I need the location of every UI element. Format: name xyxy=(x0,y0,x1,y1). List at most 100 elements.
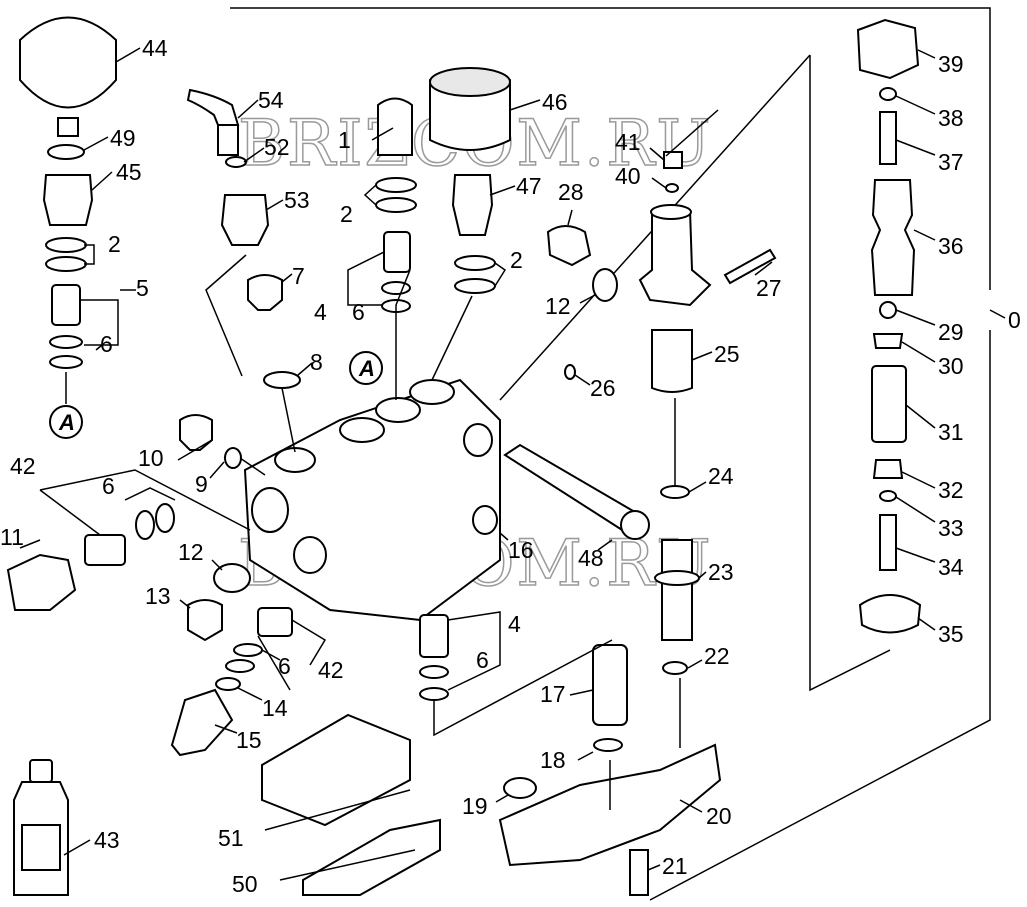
centre-lower-parts xyxy=(261,443,722,896)
callout-11: 11 xyxy=(0,524,24,550)
piston-23-collar xyxy=(654,570,700,586)
fitting-11 xyxy=(6,553,77,611)
spring-31 xyxy=(871,365,907,443)
valve-42-left xyxy=(84,534,126,566)
plug-7 xyxy=(247,274,283,311)
callout-13: 13 xyxy=(145,583,171,609)
reference-mark-a-centre xyxy=(349,351,383,385)
oring-9 xyxy=(224,447,242,469)
ring-33 xyxy=(879,490,897,502)
ball-29 xyxy=(879,301,897,319)
reference-mark-a-left xyxy=(49,405,83,439)
block-right-port xyxy=(463,423,493,457)
block-right-lower-port xyxy=(472,505,498,535)
callout-38: 38 xyxy=(938,105,964,131)
ring-12-left xyxy=(213,563,251,593)
gauge-face xyxy=(429,67,511,97)
callout-23: 23 xyxy=(708,559,734,585)
rod-48-end xyxy=(620,510,650,540)
callout-39: 39 xyxy=(938,51,964,77)
seat-30 xyxy=(872,333,904,349)
callout-41: 41 xyxy=(615,129,641,155)
callout-32: 32 xyxy=(938,477,964,503)
callout-6-bottom-left: 6 xyxy=(278,653,291,679)
ring-12-right xyxy=(592,268,618,302)
callout-6-side: 6 xyxy=(102,473,115,499)
pump-head-block xyxy=(243,378,501,622)
ring-2-left-a xyxy=(45,237,87,253)
left-side-fittings xyxy=(6,414,293,757)
callout-29: 29 xyxy=(938,319,964,345)
callout-6-left: 6 xyxy=(100,331,113,357)
block-lower-port xyxy=(293,536,327,574)
callout-labels: 0 1 2 2 2 4 4 5 6 6 6 6 6 7 8 9 10 11 12… xyxy=(0,35,1021,897)
nut-35 xyxy=(858,594,922,634)
ring-38 xyxy=(879,87,897,101)
bottle-label xyxy=(21,824,61,871)
callout-49: 49 xyxy=(110,125,136,151)
reference-mark-a-left-label: A xyxy=(58,410,75,435)
sleeve-25 xyxy=(651,329,693,393)
callout-2-centre: 2 xyxy=(340,201,353,227)
adapter-45 xyxy=(42,174,94,226)
callout-12-right: 12 xyxy=(545,293,571,319)
callout-35: 35 xyxy=(938,621,964,647)
callout-34: 34 xyxy=(938,554,964,580)
callout-0: 0 xyxy=(1008,307,1021,333)
oring-24 xyxy=(660,485,690,499)
washer-49 xyxy=(47,144,85,160)
ring-2-centre-a xyxy=(375,177,417,193)
callout-4-top: 4 xyxy=(314,299,327,325)
fitting-47 xyxy=(451,174,494,236)
callout-24: 24 xyxy=(708,463,734,489)
piston-32 xyxy=(872,459,904,479)
spring-37 xyxy=(879,111,897,165)
oring-22 xyxy=(662,661,688,675)
nut-39 xyxy=(856,18,920,80)
leader-lines xyxy=(19,47,1006,881)
fitting-28 xyxy=(546,225,592,267)
oring-6-centre-a xyxy=(381,281,411,295)
oring-19 xyxy=(503,777,537,799)
callout-5: 5 xyxy=(136,275,149,301)
oring-6-left-a xyxy=(49,335,83,349)
callout-46: 46 xyxy=(542,89,568,115)
callout-44: 44 xyxy=(142,35,168,61)
callout-16: 16 xyxy=(508,537,534,563)
callout-40: 40 xyxy=(615,163,641,189)
ring-40 xyxy=(665,183,679,193)
callout-52: 52 xyxy=(264,134,290,160)
plug-13 xyxy=(187,599,223,642)
callout-48: 48 xyxy=(578,545,604,571)
reference-mark-a-centre-label: A xyxy=(358,356,375,381)
callout-19: 19 xyxy=(462,793,488,819)
callout-51: 51 xyxy=(218,825,244,851)
union-53 xyxy=(220,194,270,246)
block-port-2 xyxy=(375,397,421,423)
oring-2-centre-b xyxy=(375,197,417,213)
callout-50: 50 xyxy=(232,871,258,897)
callout-9: 9 xyxy=(195,471,208,497)
oring-2-left-b xyxy=(45,256,87,272)
callout-8: 8 xyxy=(310,349,323,375)
callout-45: 45 xyxy=(116,159,142,185)
ring-26 xyxy=(564,364,576,380)
piston-23 xyxy=(661,539,693,641)
callout-30: 30 xyxy=(938,353,964,379)
callout-42-bottom: 42 xyxy=(318,657,344,683)
callout-6-bottom-centre: 6 xyxy=(476,647,489,673)
box-51 xyxy=(261,713,411,827)
callout-53: 53 xyxy=(284,187,310,213)
callout-2-right: 2 xyxy=(510,247,523,273)
callout-14: 14 xyxy=(262,695,288,721)
housing-36 xyxy=(870,179,916,296)
assembly-frame xyxy=(230,7,991,901)
ring-2-right-a xyxy=(454,255,496,271)
callout-22: 22 xyxy=(704,643,730,669)
callout-37: 37 xyxy=(938,149,964,175)
hose-fitting-15 xyxy=(170,688,234,757)
valve-4-top xyxy=(383,231,411,273)
callout-2-left: 2 xyxy=(108,231,121,257)
bracket-50 xyxy=(302,818,441,896)
